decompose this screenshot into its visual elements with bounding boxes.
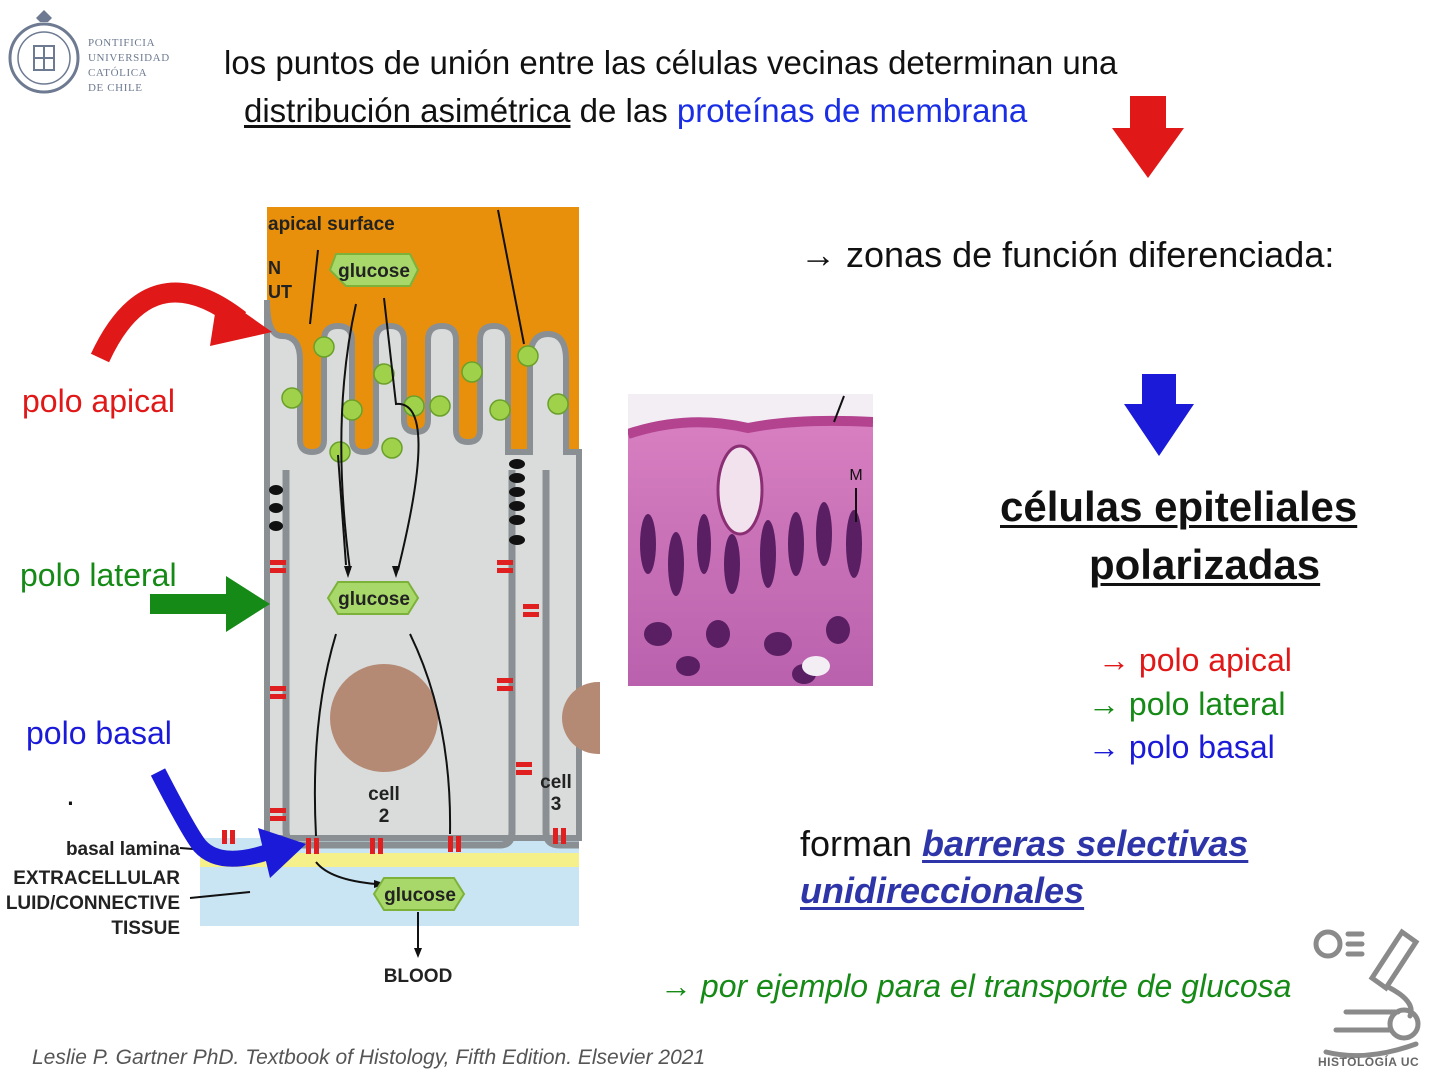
reference-citation: Leslie P. Gartner PhD. Textbook of Histo… [32,1046,706,1069]
glucose-label: glucose [384,885,456,906]
apical-pole-label: polo apical [22,383,175,419]
basal-lamina-label: basal lamina [66,839,180,860]
university-logo [8,6,178,106]
brand-label: HISTOLOGÍA UC [1318,1055,1420,1069]
cell-3-number: 3 [551,794,562,815]
histology-micrograph: M [628,394,873,686]
zones-heading: → zonas de función diferenciada: [800,234,1335,275]
micrograph-label: M [849,467,862,484]
ecf-label-line-1: EXTRACELLULAR [13,868,180,889]
transport-paths [179,209,525,950]
cell-3-nucleus [562,682,600,754]
lateral-pole-label: polo lateral [20,557,177,593]
glucose-hexagon-bottom [372,877,466,911]
slide-title-line-2: distribución asimétrica de las proteínas… [244,92,1027,130]
heading-line-1: células epiteliales [1000,483,1358,530]
list-item-lateral: → polo lateral [1088,686,1286,722]
slide-title-line-1: los puntos de unión entre las células ve… [224,44,1118,81]
glucose-label: glucose [338,589,410,610]
title-blue-term: proteínas de membrana [676,92,1028,129]
list-item-apical: → polo apical [1098,642,1292,678]
glucose-hexagon-top [328,253,420,287]
blood-label: BLOOD [384,966,453,987]
barriers-prefix: forman [800,823,923,864]
cell-2-label: cell [368,784,400,805]
barriers-term-1: barreras selectivas [922,823,1249,864]
cell-3-membrane [542,470,579,849]
glucose-hexagon-mid [326,581,420,615]
glucose-transporters [281,336,569,463]
basal-lamina-band [200,853,579,867]
desmosome-beads [269,459,525,545]
logo-line: CATÓLICA [88,67,148,79]
title-connector: de las [570,92,677,129]
example-note: → por ejemplo para el transporte de gluc… [660,968,1292,1004]
red-down-arrow-icon [1112,96,1184,178]
title-underlined-term: distribución asimétrica [244,92,571,129]
cell-3-label: cell [540,772,572,793]
lumen-fragment: UT [268,282,292,302]
cell-2-membrane [282,470,516,849]
nuclei [640,502,862,684]
apical-surface-label: apical surface [268,214,395,235]
red-curved-arrow-icon [90,282,272,363]
logo-line: PONTIFICIA [88,37,156,49]
glucose-label: glucose [338,261,410,282]
list-item-basal: → polo basal [1088,729,1275,765]
university-name: PONTIFICIA UNIVERSIDAD CATÓLICA DE CHILE [88,36,170,96]
junction-markers [222,560,566,854]
heading-line-2: polarizadas [1089,541,1321,588]
cell-2-nucleus [330,664,438,772]
cell-2-number: 2 [379,806,390,827]
blue-down-arrow-icon [1124,374,1194,456]
microscope-icon [1306,912,1430,1076]
logo-line: UNIVERSIDAD [88,52,170,64]
logo-line: DE CHILE [88,82,143,94]
polarized-cells-heading: células epiteliales polarizadas [1000,478,1357,594]
lumen-fragment: N [268,258,281,278]
green-right-arrow-icon [150,576,270,632]
stray-dot: . [66,776,75,812]
basal-pole-label: polo basal [26,715,172,751]
barriers-term-2: unidireccionales [800,870,1085,911]
ecf-label-line-2: LUID/CONNECTIVE [6,893,180,914]
university-seal-icon [8,10,80,94]
ecf-label-line-3: TISSUE [111,918,180,939]
blue-curved-arrow-icon [150,768,306,878]
barriers-statement: forman barreras selectivas unidirecciona… [800,820,1248,914]
